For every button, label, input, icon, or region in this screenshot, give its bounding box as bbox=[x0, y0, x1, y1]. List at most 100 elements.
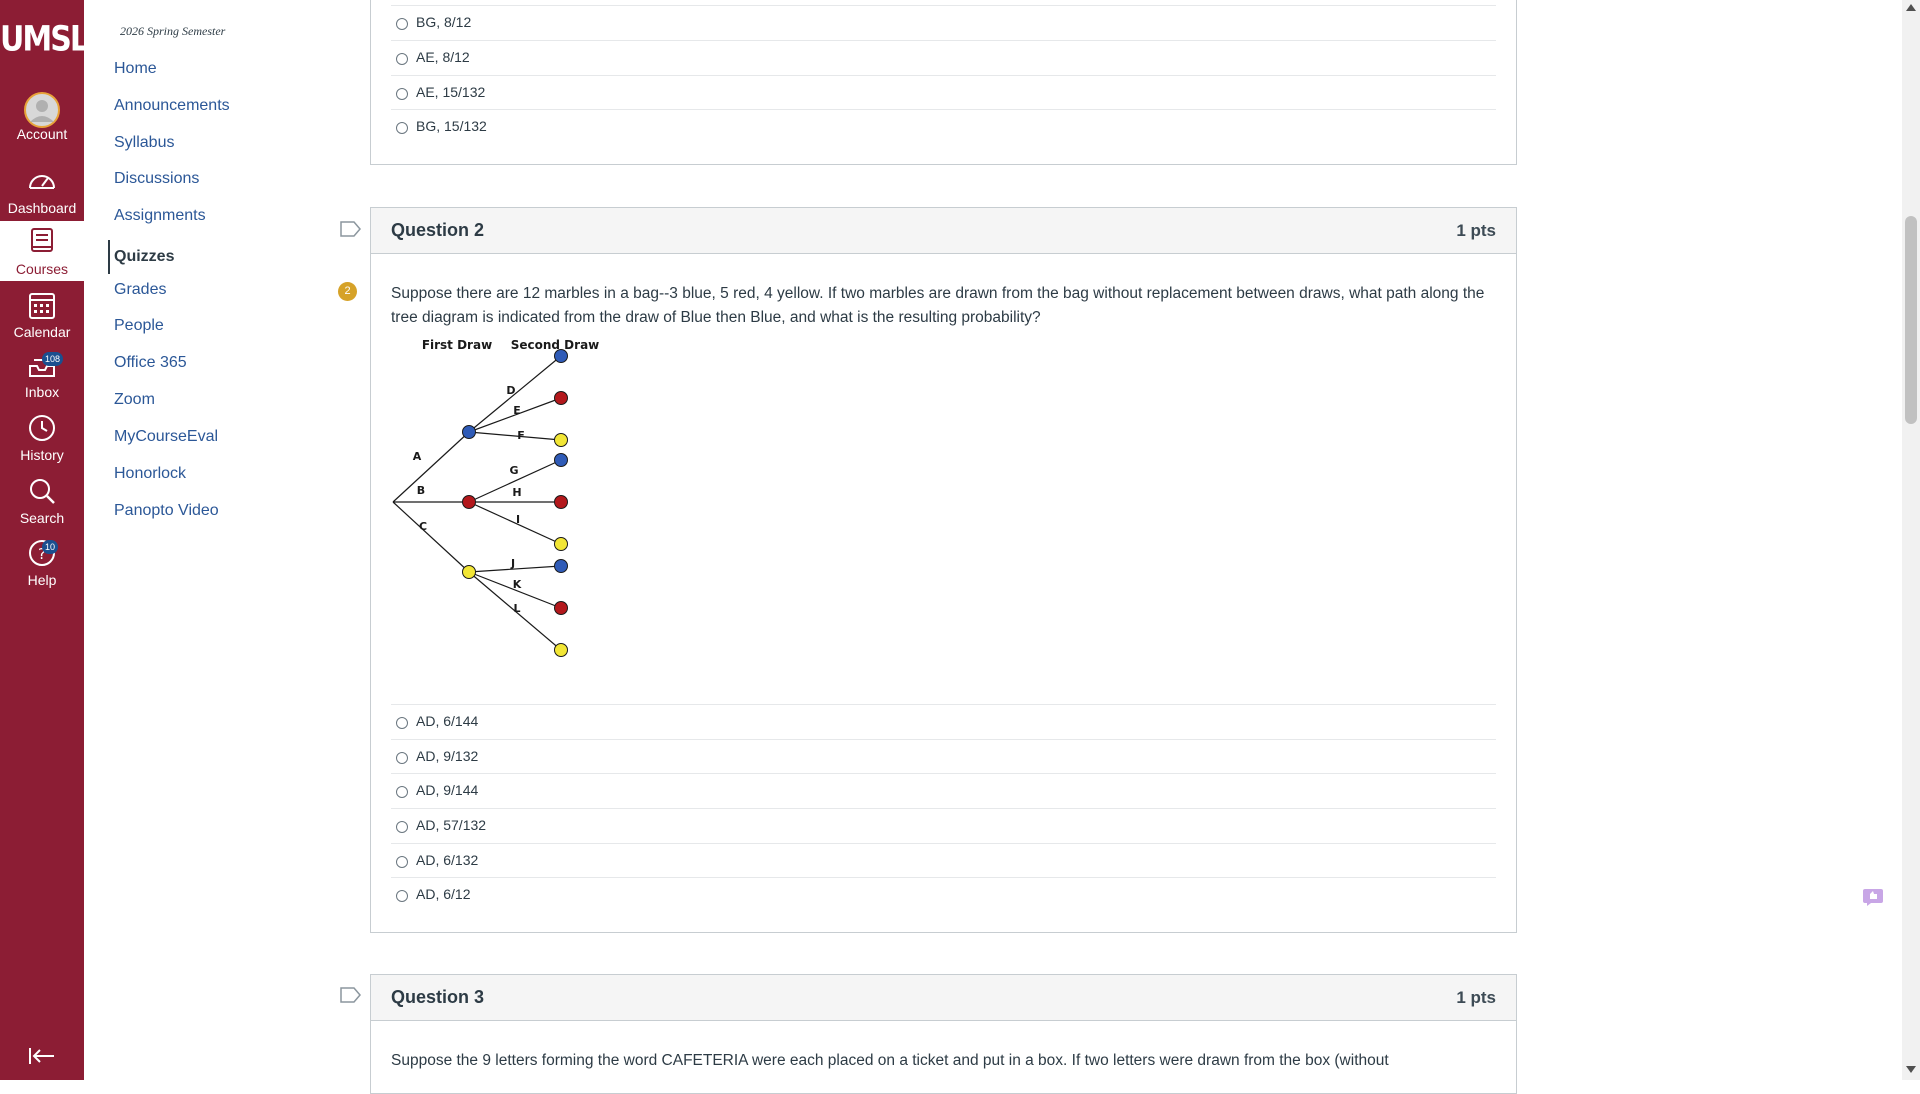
course-nav-zoom[interactable]: Zoom bbox=[114, 391, 155, 408]
global-nav-history[interactable]: History bbox=[0, 413, 84, 475]
second-draw-node bbox=[554, 433, 568, 447]
second-draw-node bbox=[554, 495, 568, 509]
course-nav-syllabus[interactable]: Syllabus bbox=[114, 134, 175, 151]
answer-option[interactable]: BG, 15/132 bbox=[391, 109, 1496, 144]
global-nav-calendar[interactable]: Calendar bbox=[0, 290, 84, 352]
answer-option[interactable]: AD, 6/132 bbox=[391, 843, 1496, 878]
branch-label: H bbox=[512, 486, 521, 499]
inbox-badge: 108 bbox=[42, 352, 64, 366]
tree-branch bbox=[468, 501, 562, 545]
branch-label: B bbox=[417, 484, 425, 497]
collapse-nav-icon[interactable] bbox=[26, 1044, 58, 1068]
grades-badge: 2 bbox=[338, 282, 357, 301]
courses-icon bbox=[0, 227, 84, 259]
tree-branch bbox=[468, 571, 562, 609]
global-nav-help[interactable]: ? 10 Help bbox=[0, 538, 84, 600]
second-draw-node bbox=[554, 537, 568, 551]
history-icon bbox=[0, 413, 84, 445]
answer-radio[interactable] bbox=[396, 856, 408, 868]
course-nav-panopto-video[interactable]: Panopto Video bbox=[114, 502, 219, 519]
question-3-card: Question 3 1 pts Suppose the 9 letters f… bbox=[370, 974, 1517, 1094]
global-nav: UMSL Account Dashboard Courses Calendar … bbox=[0, 0, 89, 1080]
question-title: Question 3 bbox=[391, 987, 485, 1007]
answer-radio[interactable] bbox=[396, 752, 408, 764]
global-nav-inbox[interactable]: 108 Inbox bbox=[0, 350, 84, 412]
branch-label: I bbox=[516, 513, 520, 526]
answer-radio[interactable] bbox=[396, 88, 408, 100]
global-nav-label: Account bbox=[16, 126, 68, 142]
answer-text: AE, 8/12 bbox=[416, 49, 470, 65]
feedback-widget-icon[interactable] bbox=[1862, 888, 1884, 906]
question-1-card: BG, 8/12 AE, 8/12 AE, 15/132 BG, 15/132 bbox=[370, 0, 1517, 165]
answer-radio[interactable] bbox=[396, 122, 408, 134]
branch-label: D bbox=[506, 384, 515, 397]
answer-text: BG, 8/12 bbox=[416, 14, 472, 30]
answer-option[interactable]: AE, 15/132 bbox=[391, 75, 1496, 110]
answer-radio[interactable] bbox=[396, 821, 408, 833]
branch-label: K bbox=[513, 578, 522, 591]
answer-radio[interactable] bbox=[396, 53, 408, 65]
second-draw-node bbox=[554, 643, 568, 657]
branch-label: C bbox=[419, 520, 427, 533]
answer-option[interactable]: AE, 8/12 bbox=[391, 40, 1496, 75]
umsl-logo[interactable]: UMSL bbox=[0, 19, 89, 60]
global-nav-account[interactable]: Account bbox=[0, 92, 84, 154]
global-nav-label: History bbox=[20, 447, 64, 463]
second-draw-node bbox=[554, 453, 568, 467]
answer-radio[interactable] bbox=[396, 717, 408, 729]
tree-branch bbox=[392, 431, 470, 503]
flag-question-3-icon[interactable] bbox=[340, 987, 361, 1003]
branch-label: A bbox=[413, 450, 422, 463]
scroll-down-icon[interactable] bbox=[1906, 1066, 1916, 1073]
course-nav-discussions[interactable]: Discussions bbox=[114, 170, 200, 187]
branch-label: J bbox=[510, 557, 515, 570]
course-nav-honorlock[interactable]: Honorlock bbox=[114, 465, 187, 482]
answer-option[interactable]: AD, 9/132 bbox=[391, 739, 1496, 774]
answer-option[interactable]: AD, 9/144 bbox=[391, 773, 1496, 808]
scroll-up-icon[interactable] bbox=[1906, 4, 1916, 11]
account-avatar-icon bbox=[0, 92, 84, 128]
course-nav-people[interactable]: People bbox=[114, 317, 164, 334]
answer-radio[interactable] bbox=[396, 890, 408, 902]
branch-label: G bbox=[509, 464, 518, 477]
second-draw-node bbox=[554, 349, 568, 363]
course-nav-home[interactable]: Home bbox=[114, 60, 157, 77]
answer-text: AD, 6/144 bbox=[416, 713, 479, 729]
course-nav-assignments[interactable]: Assignments bbox=[114, 207, 206, 224]
page-scrollbar[interactable] bbox=[1902, 0, 1920, 1080]
help-badge: 10 bbox=[42, 540, 59, 554]
flag-question-2-icon[interactable] bbox=[340, 221, 361, 237]
answer-radio[interactable] bbox=[396, 18, 408, 30]
dashboard-icon bbox=[0, 166, 84, 198]
global-nav-courses[interactable]: Courses bbox=[0, 221, 84, 281]
question-2-card: Question 2 1 pts Suppose there are 12 ma… bbox=[370, 207, 1517, 933]
answer-option[interactable]: BG, 8/12 bbox=[391, 5, 1496, 40]
answer-option[interactable]: AD, 57/132 bbox=[391, 808, 1496, 843]
scrollbar-thumb[interactable] bbox=[1905, 216, 1917, 424]
second-draw-node bbox=[554, 559, 568, 573]
global-nav-label: Courses bbox=[15, 261, 69, 277]
first-draw-node bbox=[462, 495, 476, 509]
answer-option[interactable]: AD, 6/12 bbox=[391, 877, 1496, 912]
tree-branch bbox=[392, 501, 470, 573]
answer-text: AD, 57/132 bbox=[416, 817, 487, 833]
answer-radio[interactable] bbox=[396, 786, 408, 798]
course-nav-office-365[interactable]: Office 365 bbox=[114, 354, 187, 371]
global-nav-label: Dashboard bbox=[7, 200, 77, 216]
svg-text:?: ? bbox=[38, 545, 46, 563]
answer-option[interactable]: AD, 6/144 bbox=[391, 704, 1496, 739]
course-nav-quizzes[interactable]: Quizzes bbox=[108, 240, 174, 274]
question-points: 1 pts bbox=[1456, 988, 1496, 1007]
course-nav-mycourseeval[interactable]: MyCourseEval bbox=[114, 428, 219, 445]
answer-text: AD, 9/132 bbox=[416, 748, 479, 764]
tree-branch bbox=[468, 565, 562, 573]
branch-label: F bbox=[517, 429, 525, 442]
global-nav-search[interactable]: Search bbox=[0, 476, 84, 538]
global-nav-label: Help bbox=[27, 572, 57, 588]
question-2-header: Question 2 1 pts bbox=[371, 208, 1516, 254]
course-nav-grades[interactable]: Grades bbox=[114, 281, 167, 298]
calendar-icon bbox=[0, 290, 84, 322]
global-nav-dashboard[interactable]: Dashboard bbox=[0, 166, 84, 228]
course-nav-announcements[interactable]: Announcements bbox=[114, 97, 230, 114]
question-points: 1 pts bbox=[1456, 221, 1496, 240]
